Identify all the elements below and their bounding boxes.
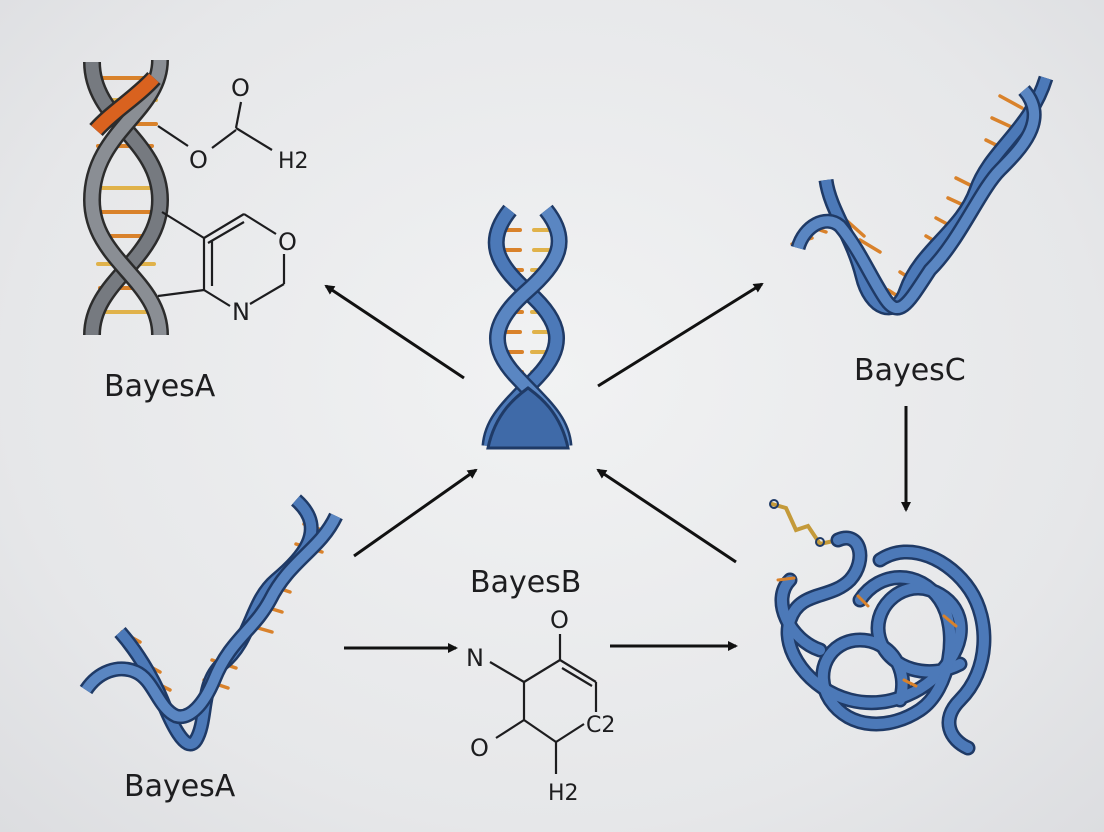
label-bayesc: BayesC — [854, 353, 966, 388]
atom-n: N — [466, 644, 484, 672]
atom-h2: H2 — [278, 149, 309, 174]
atom-o-mid: O — [189, 146, 208, 174]
molecule-top-left: O O H2 O N — [157, 74, 309, 326]
atom-o-top: O — [231, 74, 250, 102]
dna-helix-top-right — [790, 75, 1054, 316]
label-bayesa-top: BayesA — [104, 369, 216, 404]
protein-tangle-bottom-right — [769, 499, 992, 756]
arrow-bottom-left-to-center — [353, 468, 478, 558]
molecule-bottom-center: N O O C2 H2 — [466, 606, 615, 806]
dna-helix-bottom-left — [79, 494, 343, 752]
dna-helix-top-left — [82, 59, 170, 336]
atom-c2: C2 — [586, 713, 615, 738]
arrow-center-to-top-right — [597, 282, 764, 388]
arrow-center-to-top-left — [324, 284, 465, 380]
label-bayesa-bottom: BayesA — [124, 769, 236, 804]
atom-n-ring: N — [232, 298, 250, 326]
atom-o-left: O — [470, 734, 489, 762]
arrow-bottom-right-to-center — [596, 468, 737, 564]
label-bayesb: BayesB — [470, 565, 581, 600]
atom-o-ring: O — [278, 228, 297, 256]
atom-h2: H2 — [548, 781, 579, 806]
atom-o-top: O — [550, 606, 569, 634]
dna-helix-center — [481, 204, 573, 450]
